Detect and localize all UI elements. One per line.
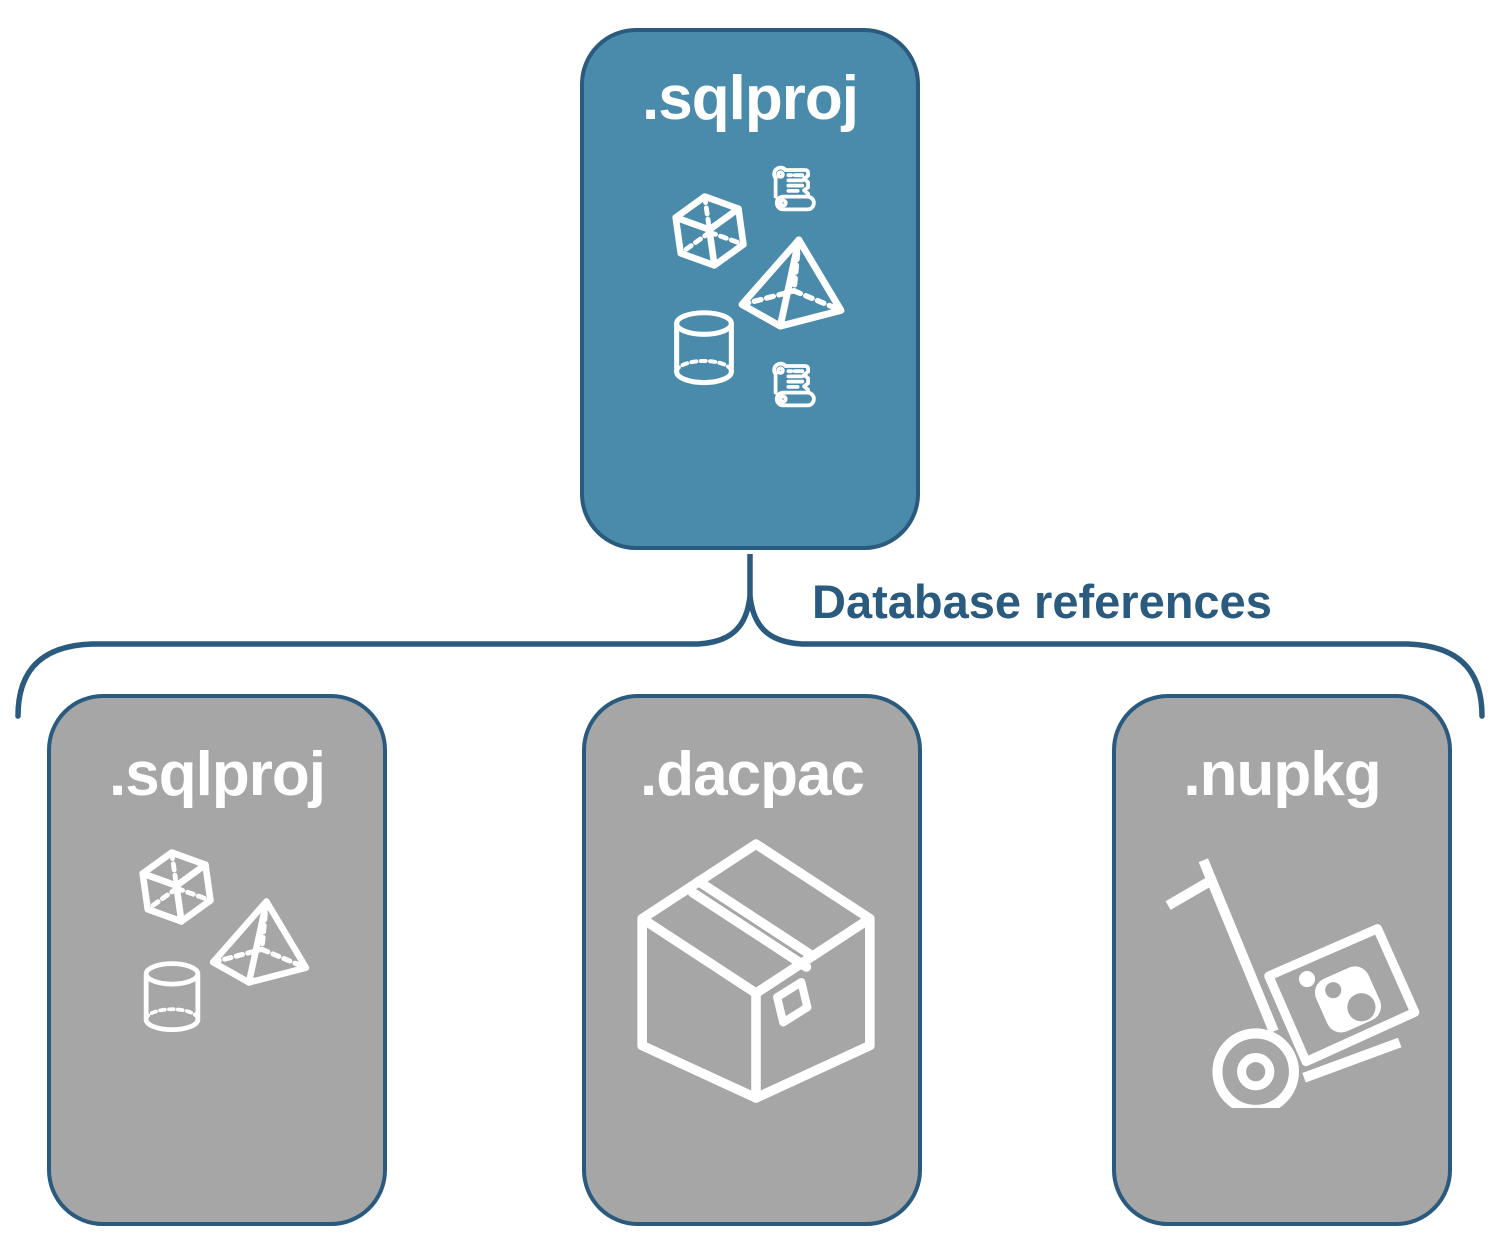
card-nupkg: .nupkg: [1112, 694, 1452, 1226]
card-dacpac: .dacpac: [582, 694, 922, 1226]
card-sqlproj-root: .sqlproj: [580, 28, 920, 550]
cylinder-icon: [668, 306, 740, 390]
scroll-icon: [772, 165, 816, 212]
child-card-title: .dacpac: [640, 740, 865, 809]
nuget-handtruck-icon: [1153, 836, 1445, 1108]
pyramid-icon: [738, 234, 846, 332]
scroll-icon: [772, 361, 816, 408]
connector-label: Database references: [812, 575, 1272, 628]
child-card-title: .nupkg: [1183, 740, 1381, 809]
pyramid-icon: [208, 896, 312, 988]
card-sqlproj-child: .sqlproj: [47, 694, 387, 1226]
package-box-icon: [632, 832, 880, 1104]
cylinder-icon: [138, 958, 206, 1036]
root-card-title: .sqlproj: [642, 64, 859, 133]
child-card-title: .sqlproj: [109, 740, 326, 809]
